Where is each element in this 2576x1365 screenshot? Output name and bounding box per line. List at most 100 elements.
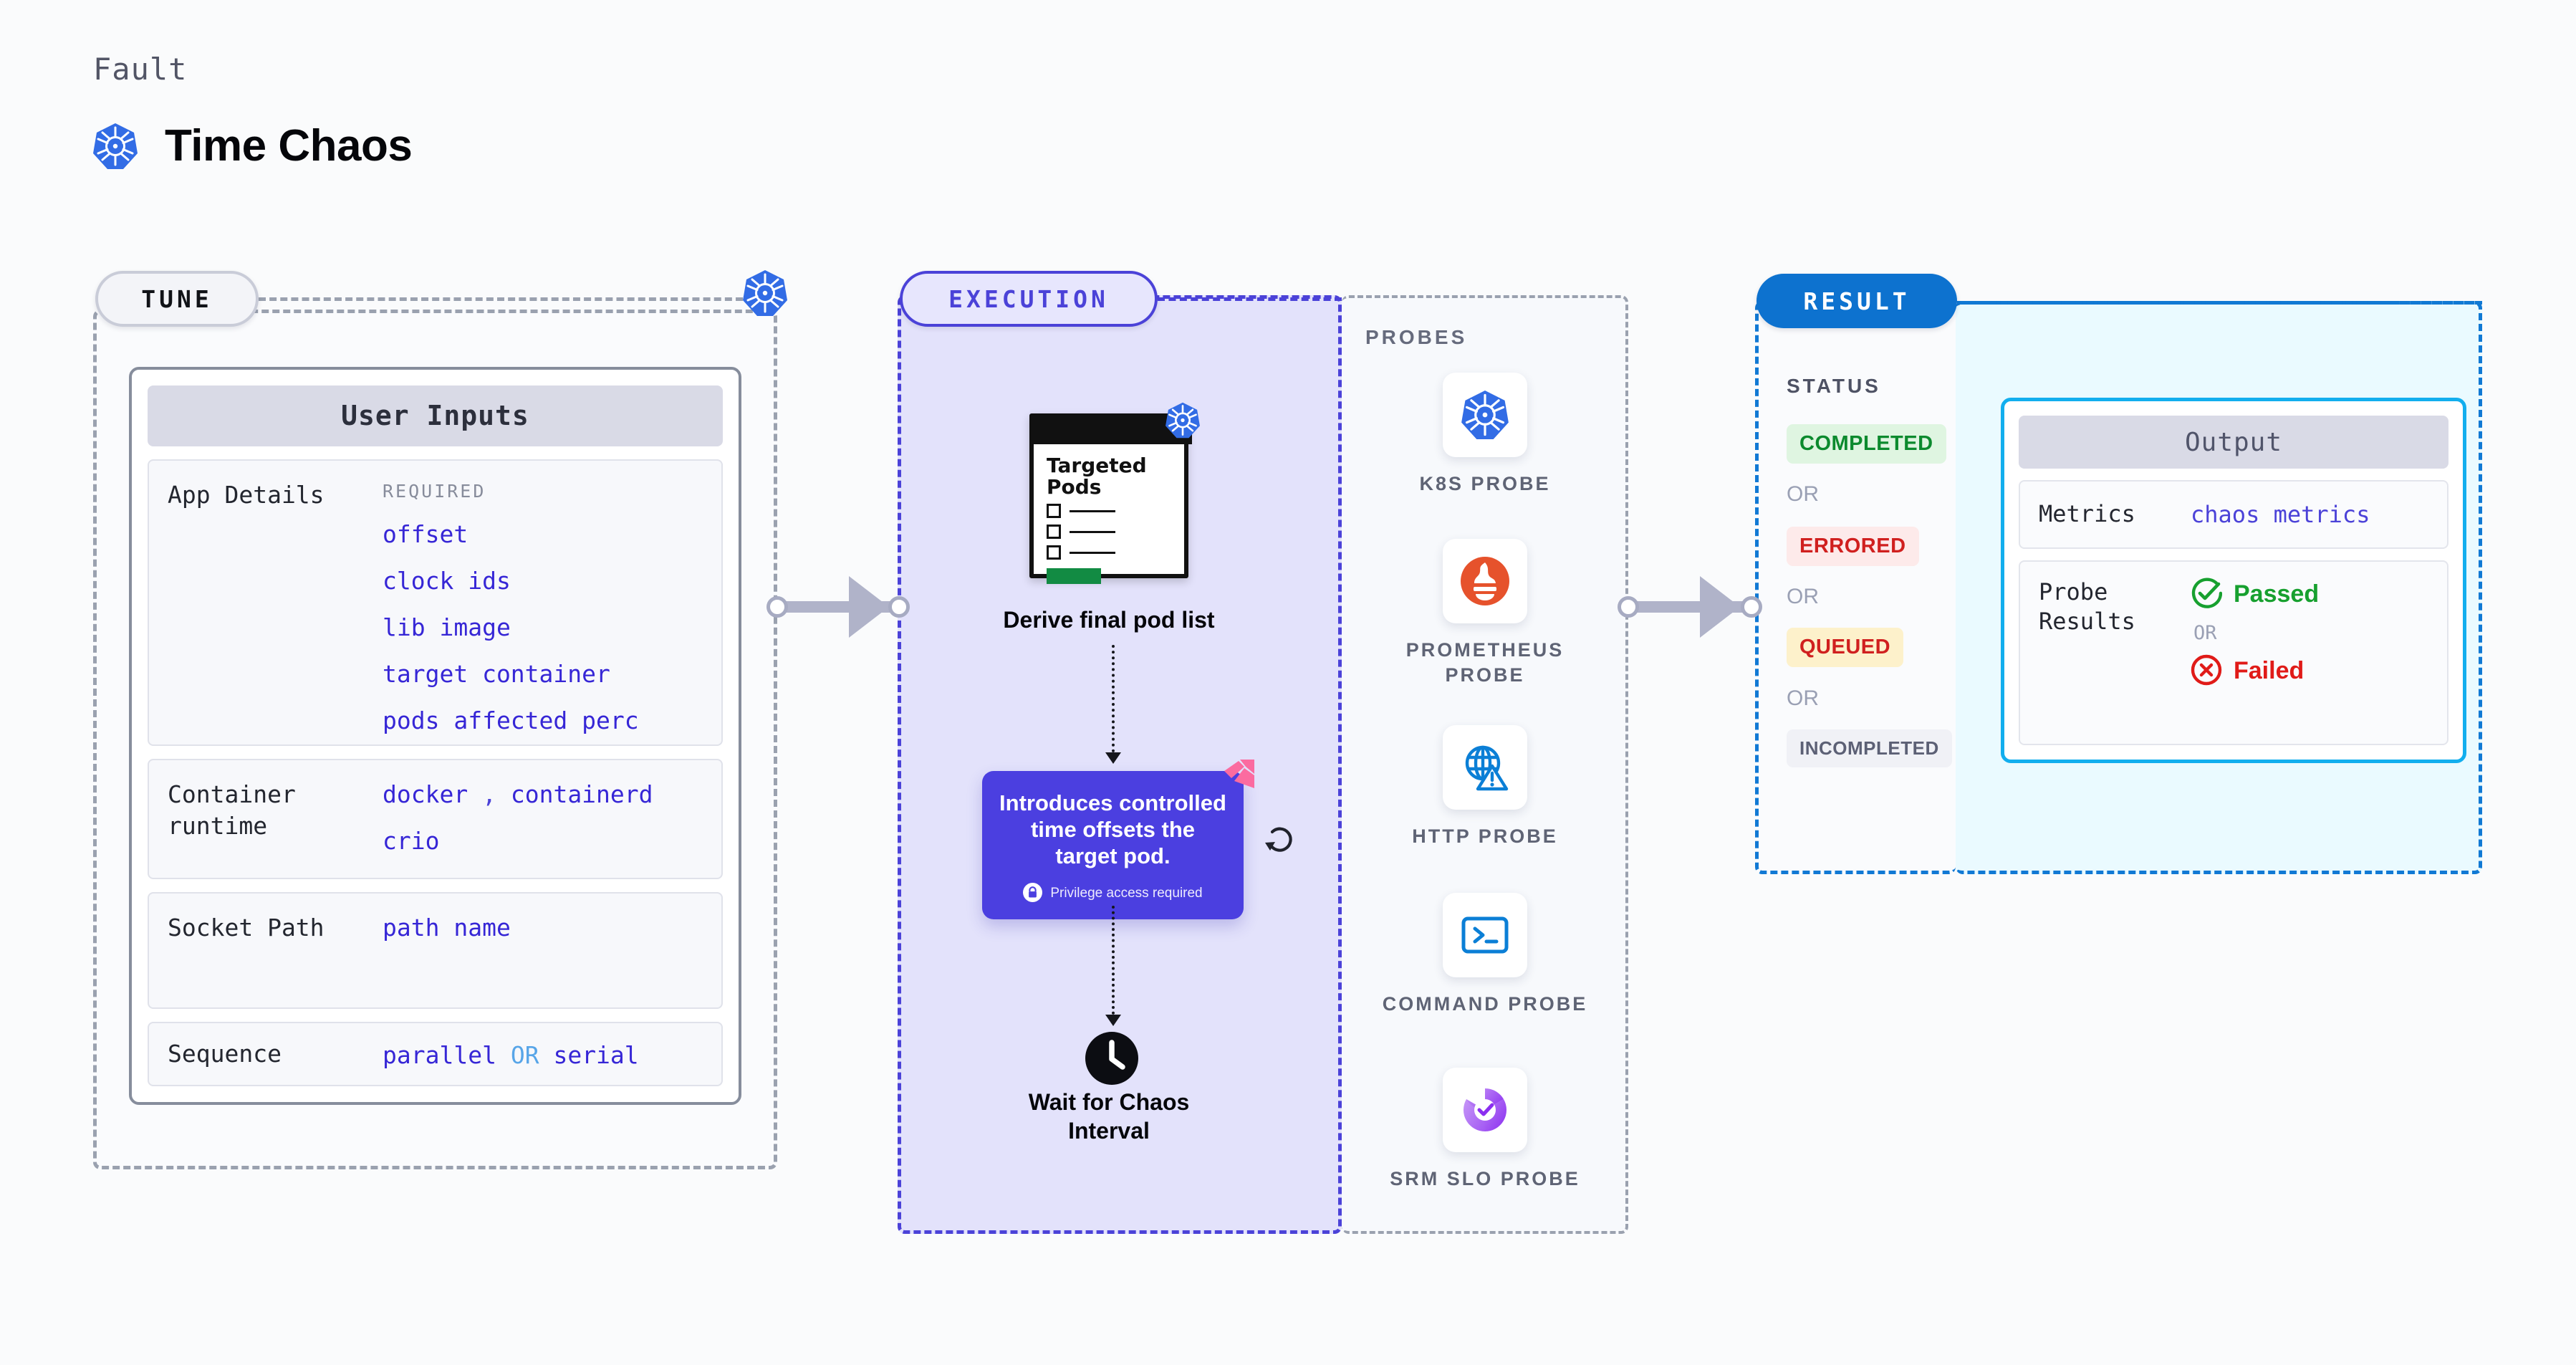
input-value-clock-ids[interactable]: clock ids xyxy=(383,566,511,595)
user-inputs-card: User Inputs App Details REQUIRED offset … xyxy=(129,367,741,1105)
ribbon-icon xyxy=(1223,760,1256,792)
status-badge-queued: QUEUED xyxy=(1787,628,1904,667)
probe-label: COMMAND PROBE xyxy=(1382,993,1588,1015)
probe-results-values: Passed OR Failed xyxy=(2191,578,2319,728)
targeted-pods-card: Targeted Pods xyxy=(1029,402,1200,585)
input-row-container-runtime: Container runtime docker , containerd cr… xyxy=(148,758,723,880)
output-row-metrics: Metrics chaos metrics xyxy=(2019,480,2448,549)
input-value-offset[interactable]: offset xyxy=(383,519,468,548)
targeted-pods-heading: Targeted Pods xyxy=(1047,454,1147,499)
row-label: Sequence xyxy=(168,1039,282,1068)
probe-command[interactable]: COMMAND PROBE xyxy=(1370,893,1600,1017)
prometheus-icon xyxy=(1443,539,1527,623)
stage-pill-execution[interactable]: EXECUTION xyxy=(900,271,1158,327)
input-row-app-details: App Details REQUIRED offset clock ids li… xyxy=(148,459,723,746)
checkbox-icon xyxy=(1047,525,1061,540)
status-title: STATUS xyxy=(1787,375,1881,397)
probe-http[interactable]: HTTP PROBE xyxy=(1370,725,1600,849)
lock-icon xyxy=(1023,882,1043,905)
probe-k8s[interactable]: K8S PROBE xyxy=(1370,373,1600,497)
runtime-docker: docker xyxy=(383,780,468,808)
connector-node xyxy=(888,596,910,618)
check-circle-icon xyxy=(2191,578,2223,612)
input-value-socket-path[interactable]: path name xyxy=(383,914,511,942)
terminal-icon xyxy=(1443,893,1527,977)
row-values: REQUIRED offset clock ids lib image targ… xyxy=(383,479,639,734)
row-values: path name xyxy=(383,912,511,989)
input-value-lib-image[interactable]: lib image xyxy=(383,613,511,641)
globe-warning-icon xyxy=(1443,725,1527,810)
row-label: Socket Path xyxy=(168,914,325,942)
flow-arrowhead xyxy=(1105,1015,1121,1026)
input-value-pods-affected[interactable]: pods affected perc xyxy=(383,706,639,734)
result-top-dash xyxy=(1957,301,2482,305)
probe-result-failed: Failed xyxy=(2191,654,2319,689)
stage-pill-result[interactable]: RESULT xyxy=(1756,274,1957,328)
wait-for-chaos-caption: Wait for Chaos Interval xyxy=(1028,1089,1190,1144)
row-values: parallel OR serial xyxy=(383,1040,639,1069)
connector-node xyxy=(1618,596,1639,618)
probe-results-or: OR xyxy=(2193,621,2217,644)
sequence-serial: serial xyxy=(553,1040,639,1069)
checkbox-icon xyxy=(1047,504,1061,519)
failed-label: Failed xyxy=(2234,657,2305,685)
input-value-target-container[interactable]: target container xyxy=(383,659,610,688)
result-stage-panel xyxy=(1755,301,1956,874)
privilege-note-row: Privilege access required xyxy=(999,882,1226,905)
pod-list-item xyxy=(1047,525,1171,540)
input-value-runtime-crio[interactable]: crio xyxy=(383,826,440,855)
probe-label: SRM SLO PROBE xyxy=(1390,1168,1580,1189)
kubernetes-icon xyxy=(93,123,138,170)
flow-arrow xyxy=(1112,645,1115,752)
derive-pod-list-caption: Derive final pod list xyxy=(1003,607,1215,633)
card-title-bar xyxy=(1033,417,1192,444)
connector-arrowhead xyxy=(1700,576,1740,638)
srm-slo-icon xyxy=(1443,1068,1527,1152)
probe-prometheus[interactable]: PROMETHEUS PROBE xyxy=(1370,539,1600,688)
row-values: docker , containerd crio xyxy=(383,779,653,859)
privilege-note-text: Privilege access required xyxy=(1050,886,1203,901)
input-row-socket-path: Socket Path path name xyxy=(148,892,723,1009)
refresh-icon[interactable] xyxy=(1261,820,1299,862)
connector-node xyxy=(1741,596,1762,618)
input-row-sequence: Sequence parallel OR serial xyxy=(148,1022,723,1086)
targeted-pods-body: Targeted Pods xyxy=(1034,445,1184,594)
input-value-sequence[interactable]: parallel OR serial xyxy=(383,1041,639,1069)
output-title: Output xyxy=(2019,416,2448,469)
row-label: Container runtime xyxy=(168,780,296,840)
status-or: OR xyxy=(1787,686,1819,710)
page-title: Time Chaos xyxy=(165,121,413,171)
stage-pill-tune[interactable]: TUNE xyxy=(95,271,259,327)
output-row-probe-results: Probe Results Passed OR xyxy=(2019,560,2448,745)
placeholder-rule xyxy=(1070,551,1115,554)
pod-list-item xyxy=(1047,504,1171,519)
probe-srm-slo[interactable]: SRM SLO PROBE xyxy=(1370,1068,1600,1192)
status-badge-errored: ERRORED xyxy=(1787,527,1919,566)
input-value-runtime-line1[interactable]: docker , containerd xyxy=(383,780,653,808)
checkbox-icon xyxy=(1047,545,1061,560)
fault-eyebrow-label: Fault xyxy=(93,52,188,87)
probe-result-passed: Passed xyxy=(2191,578,2319,612)
placeholder-rule xyxy=(1070,509,1115,512)
sequence-parallel: parallel xyxy=(383,1040,496,1069)
status-or: OR xyxy=(1787,482,1819,506)
fault-description-callout: Introduces controlled time offsets the t… xyxy=(982,760,1254,919)
green-status-bar xyxy=(1047,568,1101,585)
runtime-separator: , xyxy=(482,780,496,808)
pod-list-item xyxy=(1047,545,1171,560)
x-circle-icon xyxy=(2191,654,2222,689)
execution-top-dash xyxy=(1158,297,1342,301)
user-inputs-title: User Inputs xyxy=(148,385,723,446)
probe-label: K8S PROBE xyxy=(1419,473,1551,494)
connector-node xyxy=(766,596,788,618)
title-row: Time Chaos xyxy=(93,120,413,171)
passed-label: Passed xyxy=(2234,580,2320,608)
status-badge-incompleted: INCOMPLETED xyxy=(1787,729,1952,767)
callout-text: Introduces controlled time offsets the t… xyxy=(999,790,1226,869)
status-or: OR xyxy=(1787,585,1819,608)
clock-icon xyxy=(1084,1030,1140,1089)
metrics-label: Metrics xyxy=(2039,500,2135,528)
metrics-value[interactable]: chaos metrics xyxy=(2191,500,2370,528)
connector-arrowhead xyxy=(849,576,889,638)
